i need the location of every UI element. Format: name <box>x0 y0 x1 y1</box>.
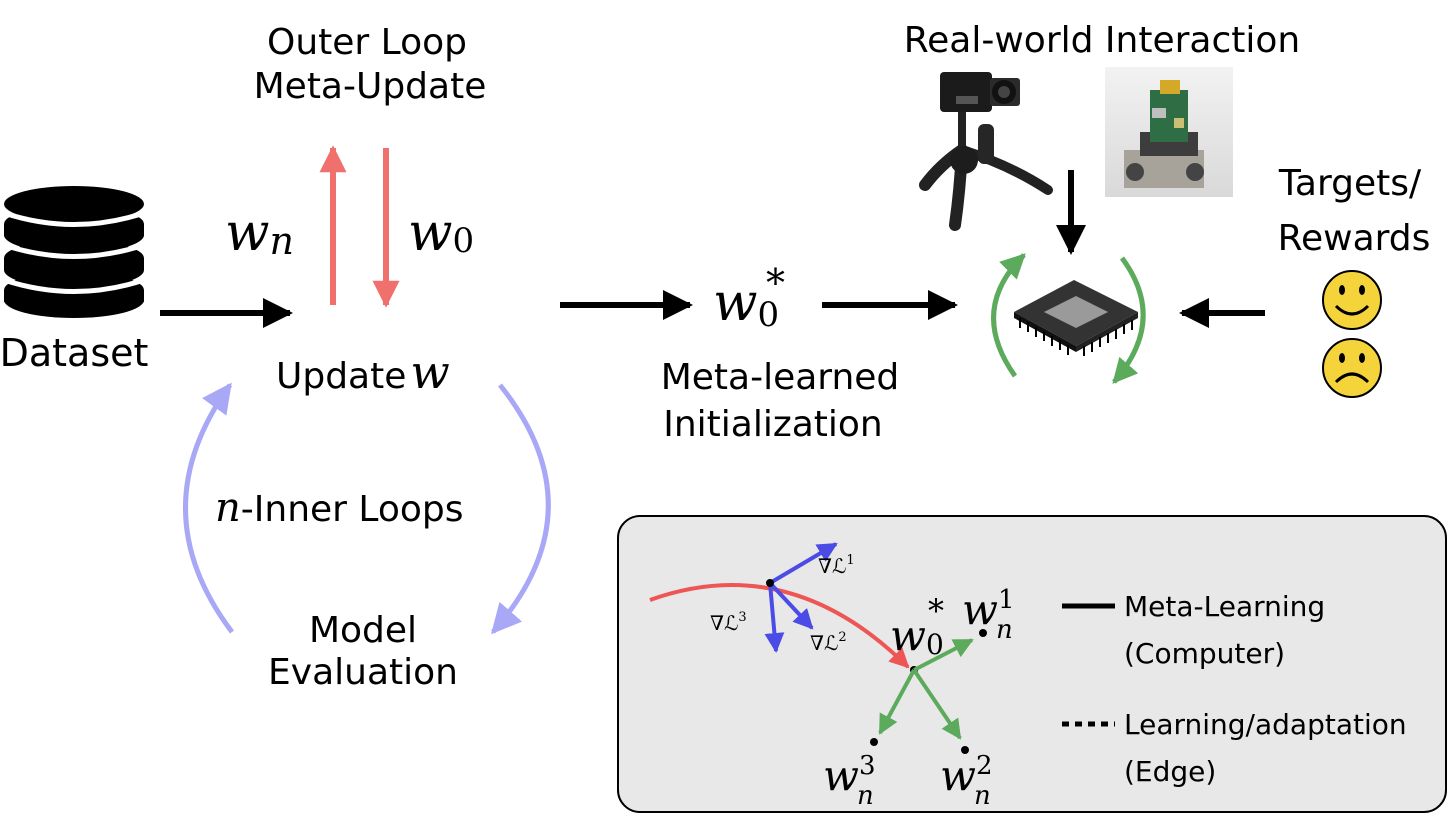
dataset-label: Dataset <box>0 331 148 375</box>
grad-superscript: 2 <box>838 630 846 645</box>
w-symbol: w <box>713 273 758 333</box>
inner-loops-label: n-Inner Loops <box>215 485 463 531</box>
sad-face-icon <box>1322 338 1382 398</box>
legend-solid-label-line2: (Computer) <box>1124 637 1285 670</box>
w-symbol: w <box>940 751 976 800</box>
adapted-point-1 <box>979 629 987 637</box>
zero-subscript: 0 <box>926 628 944 661</box>
model-eval-line2: Evaluation <box>268 652 458 693</box>
legend-star: * <box>928 592 944 630</box>
adapt-arrow-1 <box>913 638 974 672</box>
adapted-point-2 <box>961 746 969 754</box>
grad-symbol: ∇ℒ <box>818 554 846 578</box>
star-superscript: * <box>766 261 785 305</box>
meta-init-line2: Initialization <box>663 404 883 445</box>
superscript-1: 1 <box>998 585 1015 615</box>
legend-dotted-label-line1: Learning/adaptation <box>1124 708 1407 741</box>
w-symbol: w <box>225 203 270 263</box>
gradient-arrow-2 <box>768 581 814 630</box>
subscript-n: n <box>974 781 991 811</box>
legend-dotted-label-line2: (Edge) <box>1124 755 1216 788</box>
w-n-label: wn <box>225 203 294 263</box>
gradient-arrow-1 <box>768 542 838 585</box>
grad-superscript: 1 <box>846 553 854 568</box>
gradient-point <box>766 579 774 587</box>
update-text: Update <box>276 356 406 397</box>
update-w-label: Updatew <box>276 345 450 399</box>
adapt-arc-right <box>1112 256 1146 384</box>
robot-image <box>1105 67 1233 197</box>
targets-line2: Rewards <box>1278 218 1431 259</box>
subscript-n: n <box>996 615 1013 645</box>
adapt-arrow-2 <box>912 668 962 740</box>
meta-path-arrow <box>649 583 910 669</box>
meta-init-line1: Meta-learned <box>661 357 900 398</box>
outer-loop-title-line1: Outer Loop <box>267 22 467 63</box>
grad-symbol: ∇ℒ <box>710 611 738 635</box>
subscript-n: n <box>857 781 874 811</box>
adapt-arrow-3 <box>878 669 916 735</box>
zero-subscript: 0 <box>758 295 780 335</box>
legend-solid-label-line1: Meta-Learning <box>1124 590 1325 623</box>
grad-label-3: ∇ℒ3 <box>710 610 747 635</box>
w-symbol: w <box>962 585 998 634</box>
w-n-1-label: w <box>962 585 998 634</box>
happy-face-icon <box>1322 270 1382 330</box>
grad-label-1: ∇ℒ1 <box>818 553 855 578</box>
camera-tripod-image <box>919 72 1053 231</box>
real-world-label: Real-world Interaction <box>904 20 1300 61</box>
w-n-3-label: w <box>823 751 859 800</box>
processor-chip-icon <box>1014 280 1138 356</box>
inner-loop-up-arc <box>183 382 234 634</box>
outer-loop-title-line2: Meta-Update <box>254 66 487 107</box>
grad-symbol: ∇ℒ <box>810 631 838 655</box>
inner-loop-down-arc <box>491 383 551 635</box>
database-icon <box>3 186 145 318</box>
superscript-3: 3 <box>859 751 876 781</box>
gradient-arrow-3 <box>764 582 785 653</box>
n-subscript: n <box>270 219 294 263</box>
model-eval-line1: Model <box>309 610 417 651</box>
w-zero-star-label: w0 <box>713 273 779 335</box>
w-zero-label: w0 <box>408 203 474 263</box>
legend-w-zero-star: w0 <box>890 611 944 661</box>
w-symbol: w <box>408 203 453 263</box>
grad-superscript: 3 <box>738 610 746 625</box>
grad-label-2: ∇ℒ2 <box>810 630 847 655</box>
inner-loops-text: -Inner Loops <box>241 489 464 530</box>
adapted-point-3 <box>870 738 878 746</box>
adapt-arc-left <box>991 253 1026 378</box>
targets-line1: Targets/ <box>1278 163 1422 204</box>
superscript-2: 2 <box>976 751 993 781</box>
w-n-2-label: w <box>940 751 976 800</box>
zero-subscript: 0 <box>453 221 475 261</box>
w-symbol: w <box>410 345 449 399</box>
w-symbol: w <box>823 751 859 800</box>
w-symbol: w <box>890 611 926 660</box>
n-symbol: n <box>215 485 241 531</box>
legend-box <box>617 515 1447 813</box>
